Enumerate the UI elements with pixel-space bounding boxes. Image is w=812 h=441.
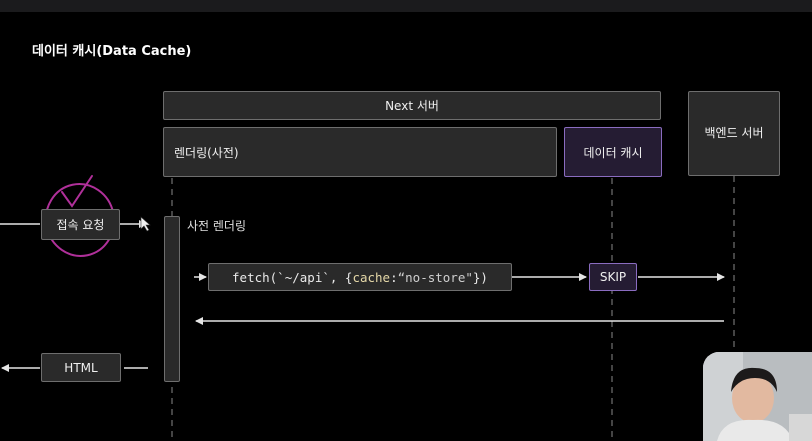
top-bar [0, 0, 812, 12]
activation-bar [164, 216, 180, 382]
code-value: “no-store" [397, 269, 473, 285]
connect-request-box: 접속 요청 [41, 209, 120, 240]
fetch-code-box: fetch(`~/api`, {cache: “no-store"}) [208, 263, 512, 291]
code-suffix: }) [472, 269, 488, 285]
code-prefix: fetch(`~/api`, { [232, 269, 353, 285]
html-box: HTML [41, 353, 121, 382]
presenter-image [703, 352, 812, 441]
rendering-box: 렌더링(사전) [163, 127, 557, 177]
prerender-label: 사전 렌더링 [187, 219, 247, 233]
data-cache-box: 데이터 캐시 [564, 127, 662, 177]
slide-title: 데이터 캐시(Data Cache) [32, 44, 192, 59]
code-middle: : [390, 269, 398, 285]
presenter-webcam [703, 352, 812, 441]
skip-box: SKIP [589, 263, 637, 291]
mouse-cursor-icon [140, 216, 151, 232]
backend-server-box: 백엔드 서버 [688, 91, 780, 176]
code-key: cache [352, 269, 391, 285]
next-server-box: Next 서버 [163, 91, 661, 120]
